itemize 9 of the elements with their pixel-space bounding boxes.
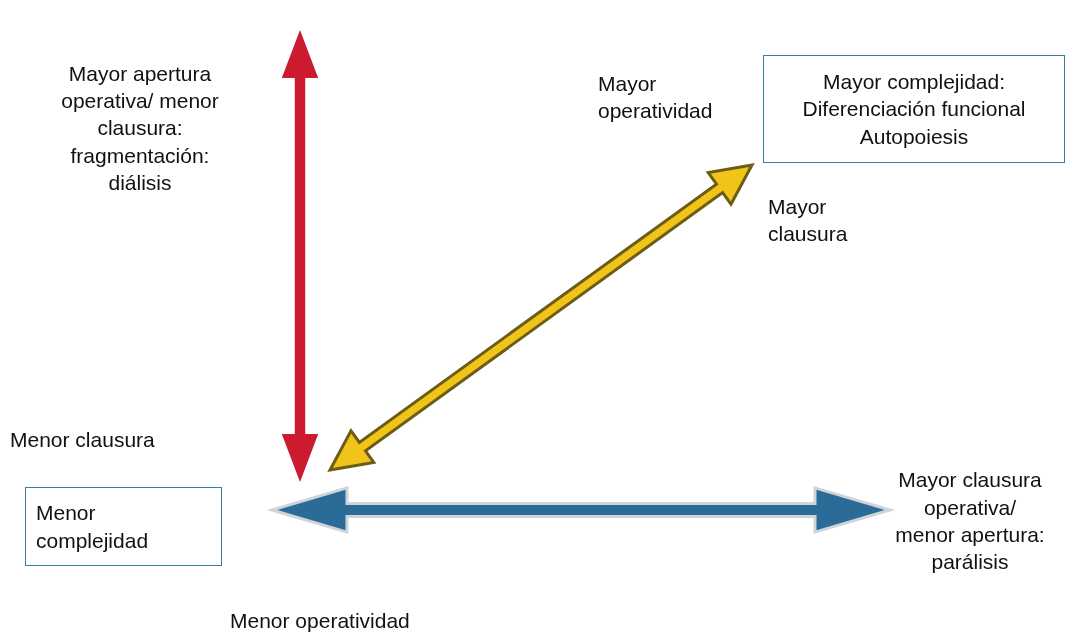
double-arrow xyxy=(281,30,319,482)
axis-label: Menor operatividad xyxy=(230,608,411,634)
double-arrow xyxy=(266,485,896,535)
axis-label: Mayor clausura xyxy=(768,194,849,248)
text-box: Mayor complejidad: Diferenciación funcional Autopoiesis xyxy=(763,55,1065,163)
text-box: Menor complejidad xyxy=(25,487,222,566)
axis-label: Mayor operatividad xyxy=(598,71,714,125)
axis-label: Menor clausura xyxy=(10,427,156,453)
double-arrow xyxy=(327,163,755,472)
